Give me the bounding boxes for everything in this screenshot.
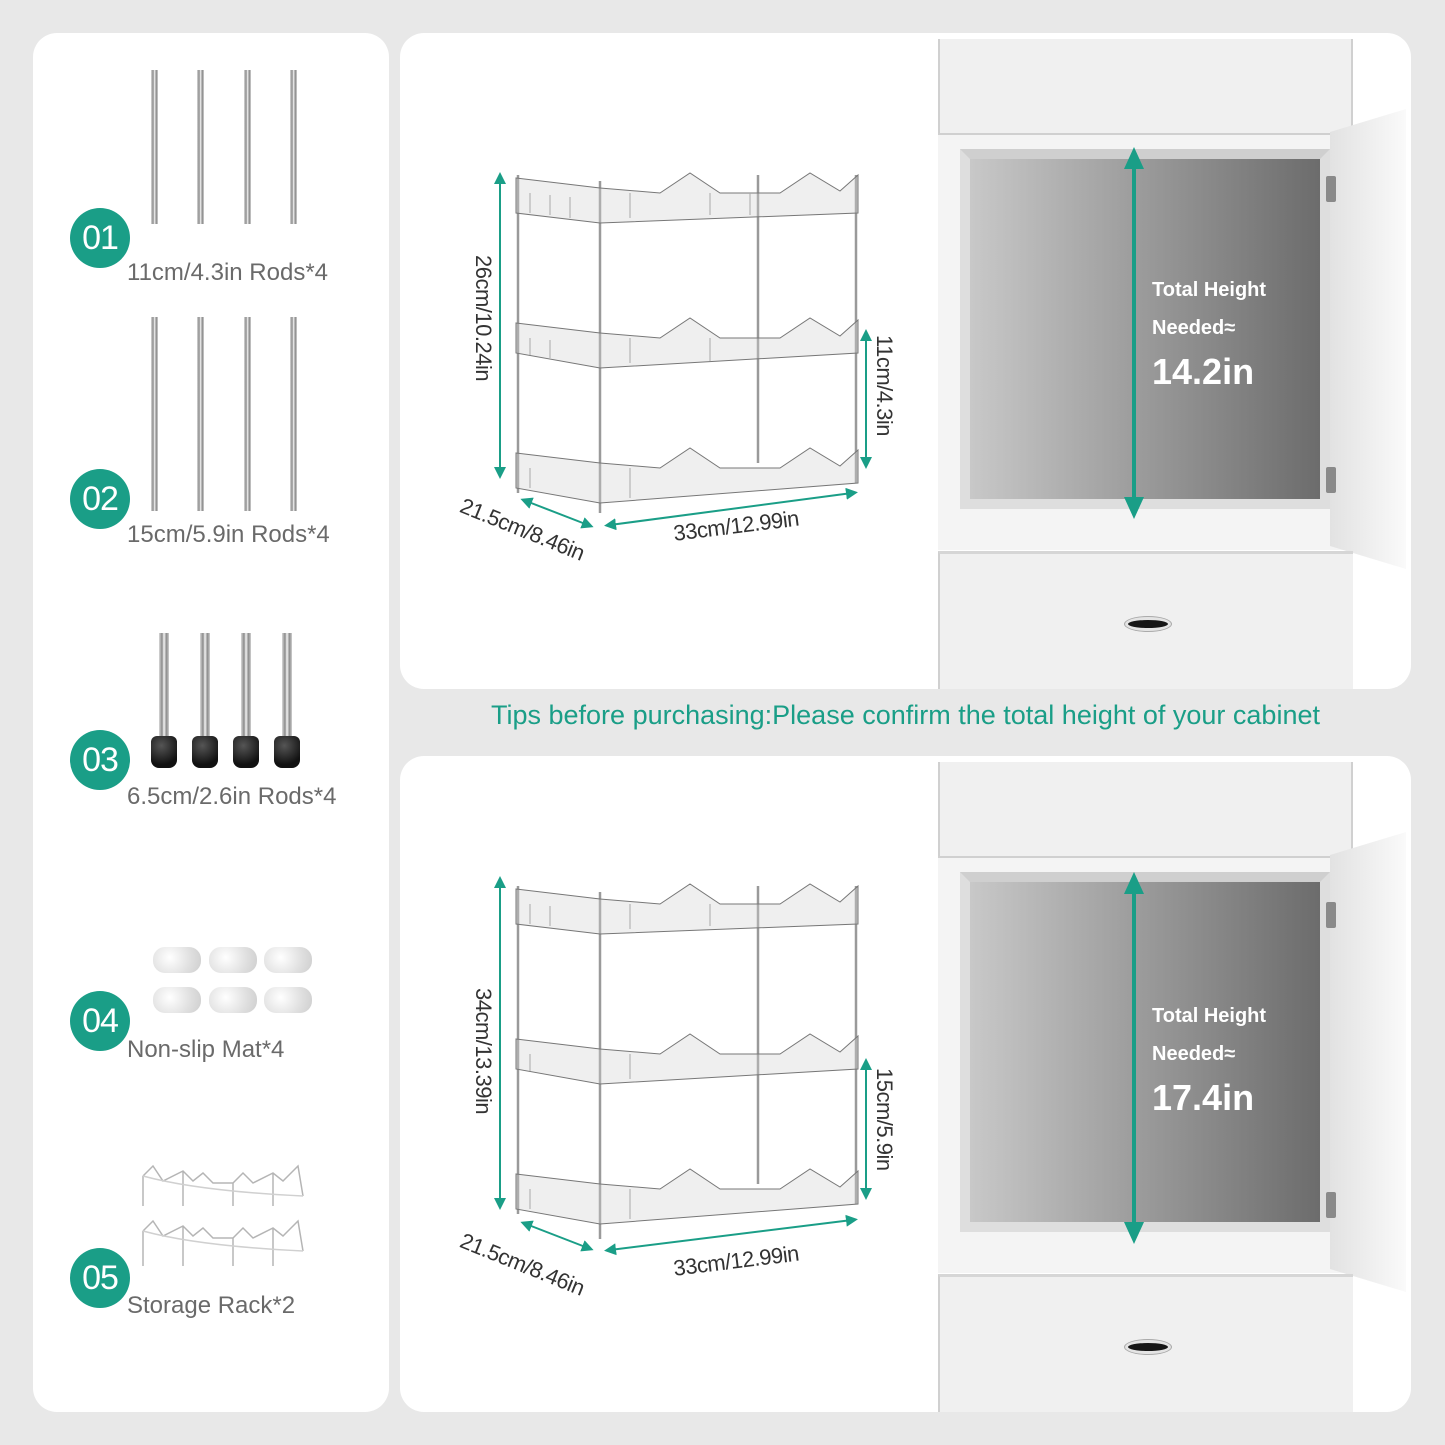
- rod-icon: [241, 633, 251, 743]
- drawer-handle-icon: [1125, 1340, 1171, 1354]
- cabinet-bottom-drawer: [938, 551, 1353, 689]
- non-slip-mat-icon: [209, 987, 257, 1013]
- non-slip-mat-icon: [153, 987, 201, 1013]
- part-label: Storage Rack*2: [127, 1292, 296, 1319]
- rod-icon: [244, 317, 251, 511]
- part-label: 6.5cm/2.6in Rods*4: [127, 783, 337, 810]
- part-label: 11cm/4.3in Rods*4: [127, 259, 328, 286]
- needed-label: Needed≈: [1152, 317, 1236, 339]
- needed-label: Needed≈: [1152, 1043, 1236, 1065]
- rod-icon: [244, 70, 251, 224]
- rod-icon: [159, 633, 169, 743]
- rod-icon: [282, 633, 292, 743]
- rod-icon: [290, 70, 297, 224]
- rod-icon: [197, 317, 204, 511]
- cabinet-frame: [938, 858, 1353, 1273]
- part-label: 15cm/5.9in Rods*4: [127, 521, 330, 548]
- part-label: Non-slip Mat*4: [127, 1036, 285, 1063]
- non-slip-mat-icon: [264, 987, 312, 1013]
- part-number-badge: 01: [70, 208, 130, 268]
- rubber-foot-icon: [151, 736, 177, 768]
- rubber-foot-icon: [192, 736, 218, 768]
- part-number-badge: 04: [70, 991, 130, 1051]
- total-height-label: Total Height: [1152, 1005, 1267, 1027]
- part-number-badge: 03: [70, 730, 130, 790]
- height-dimension: 34cm/13.39in: [471, 988, 496, 1115]
- configuration-panel-low: 26cm/10.24in 11cm/4.3in 21.5cm/8.46in 33…: [400, 33, 1411, 689]
- rod-icon: [151, 70, 158, 224]
- height-arrow-icon: [1124, 872, 1144, 1244]
- rubber-foot-icon: [233, 736, 259, 768]
- rod-icon: [290, 317, 297, 511]
- drawer-handle-icon: [1125, 617, 1171, 631]
- cabinet-top-drawer: [938, 39, 1353, 135]
- purchase-tip: Tips before purchasing:Please confirm th…: [491, 700, 1320, 730]
- rod-icon: [197, 70, 204, 224]
- non-slip-mat-icon: [264, 947, 312, 973]
- height-arrow-icon: [1124, 147, 1144, 519]
- part-number-badge: 02: [70, 469, 130, 529]
- cabinet-interior: [960, 149, 1330, 509]
- tier-gap-dimension: 11cm/4.3in: [872, 335, 897, 436]
- package-contents-panel: 01 11cm/4.3in Rods*4 02 15cm/5.9in Rods*…: [33, 33, 389, 1412]
- cabinet-door: [1330, 832, 1406, 1292]
- part-number-badge: 05: [70, 1248, 130, 1308]
- hinge-icon: [1326, 467, 1336, 493]
- cabinet-door: [1330, 109, 1406, 569]
- cabinet-bottom-drawer: [938, 1274, 1353, 1412]
- total-height-value: 14.2in: [1152, 351, 1255, 392]
- cabinet-frame: [938, 135, 1353, 550]
- total-height-label: Total Height: [1152, 279, 1267, 301]
- rack-diagram: [494, 172, 872, 531]
- total-height-value: 17.4in: [1152, 1077, 1255, 1118]
- tier-gap-dimension: 15cm/5.9in: [872, 1068, 897, 1171]
- rod-icon: [200, 633, 210, 743]
- non-slip-mat-icon: [209, 947, 257, 973]
- hinge-icon: [1326, 1192, 1336, 1218]
- hinge-icon: [1326, 176, 1336, 202]
- configuration-panel-high: 34cm/13.39in 15cm/5.9in 21.5cm/8.46in 33…: [400, 756, 1411, 1412]
- hinge-icon: [1326, 902, 1336, 928]
- cabinet-top-drawer: [938, 762, 1353, 858]
- rod-icon: [151, 317, 158, 511]
- storage-rack-icon: [142, 1164, 304, 1266]
- non-slip-mat-icon: [153, 947, 201, 973]
- rubber-foot-icon: [274, 736, 300, 768]
- rack-diagram: [494, 876, 872, 1256]
- height-dimension: 26cm/10.24in: [471, 255, 496, 382]
- cabinet-interior: [960, 872, 1330, 1232]
